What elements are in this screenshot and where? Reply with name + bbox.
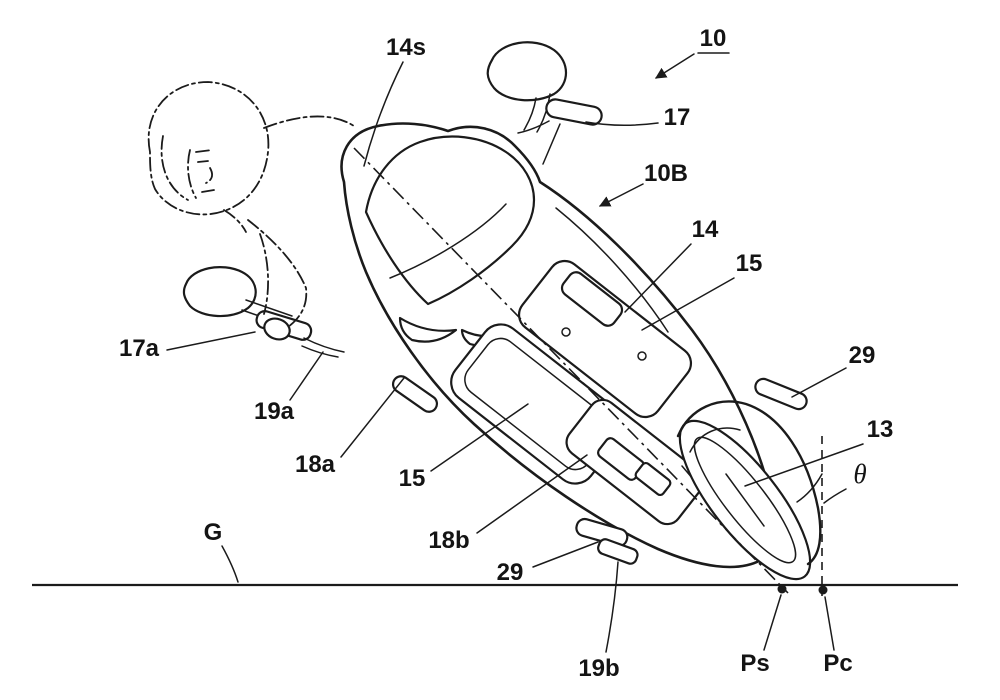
front-fender-edge <box>689 427 741 453</box>
front-wheel-rim <box>693 436 797 564</box>
label-ps-leader <box>763 594 782 651</box>
label-15-lower: 15 <box>399 465 426 492</box>
right-handlebar-stem <box>542 123 561 165</box>
label-13-leader <box>744 443 864 487</box>
label-14s-leader <box>363 61 404 167</box>
motorcycle <box>182 41 822 581</box>
mouth-line <box>201 189 215 193</box>
steering-axis-line <box>353 147 789 594</box>
helmet-chin <box>223 209 247 233</box>
label-theta-leader <box>823 488 847 504</box>
eyebrow-line <box>195 149 213 153</box>
right-mirror-stalk-2 <box>536 93 551 133</box>
rider-back-line <box>263 115 355 129</box>
label-18b: 18b <box>428 527 469 554</box>
face-edge <box>187 149 197 199</box>
label-29-right: 29 <box>849 342 876 369</box>
left-lever-19a-1 <box>303 337 345 353</box>
front-fender-13 <box>676 400 822 566</box>
point-pc-dot <box>818 585 828 595</box>
label-14-leader <box>624 243 692 313</box>
label-14s: 14s <box>386 34 426 61</box>
label-10-arrow <box>655 53 695 79</box>
right-mirror <box>486 41 568 102</box>
left-air-vent <box>398 316 458 343</box>
point-ps-dot <box>777 584 787 594</box>
label-29-lower: 29 <box>497 559 524 586</box>
label-theta: θ <box>853 459 866 489</box>
label-17: 17 <box>664 104 691 131</box>
rider-arm-outer <box>247 219 308 328</box>
rider-hand <box>263 317 291 341</box>
ground-label: G <box>204 519 223 546</box>
rider <box>147 81 355 341</box>
geometry <box>353 147 828 596</box>
lower-case-detail-2 <box>634 461 672 497</box>
ground: G <box>32 519 958 587</box>
label-29-right-leader <box>791 367 847 398</box>
windscreen-highlight <box>389 203 507 279</box>
helmet-outline <box>147 81 270 216</box>
label-18b-leader <box>476 454 588 534</box>
label-19b: 19b <box>578 655 619 682</box>
label-14: 14 <box>692 216 719 243</box>
reference-labels: 10 14s 17 10B 14 15 29 13 θ 17a 19a <box>119 25 893 682</box>
right-brake-lever <box>517 120 550 134</box>
label-17-leader <box>585 121 659 127</box>
label-29-lower-leader <box>532 541 599 568</box>
windscreen-outline <box>364 135 536 306</box>
label-10B-arrow <box>598 183 644 207</box>
label-15-upper-leader <box>641 277 735 331</box>
label-10B: 10B <box>644 160 688 187</box>
engine-bolt-1 <box>561 327 571 337</box>
left-lever-19a-2 <box>301 345 339 358</box>
sensor-19b <box>597 538 639 565</box>
label-pc-leader <box>824 596 835 651</box>
label-15-lower-leader <box>430 403 529 472</box>
label-19b-leader <box>605 561 619 653</box>
label-18a-leader <box>340 377 405 458</box>
label-18a: 18a <box>295 451 336 478</box>
nose-line <box>205 167 213 184</box>
label-19a: 19a <box>254 398 295 425</box>
label-ps: Ps <box>740 650 769 677</box>
right-handlebar-17 <box>545 98 603 126</box>
label-13: 13 <box>867 416 894 443</box>
rider-arm-inner <box>259 233 269 315</box>
engine-cap <box>560 271 624 327</box>
left-mirror-stalk-1 <box>245 299 293 317</box>
label-10: 10 <box>700 25 727 52</box>
label-17a-leader <box>166 331 256 351</box>
label-17a: 17a <box>119 335 160 362</box>
label-15-upper: 15 <box>736 250 763 277</box>
right-peg-29 <box>754 377 808 411</box>
left-footpeg <box>391 375 439 413</box>
label-19a-leader <box>289 351 324 401</box>
eye-line <box>197 160 209 163</box>
left-mirror <box>182 266 257 318</box>
helmet-visor-line <box>160 135 189 201</box>
lean-angle-arc <box>796 473 823 503</box>
label-pc: Pc <box>823 650 852 677</box>
bottom-peg-29 <box>575 517 629 548</box>
right-mirror-stalk-1 <box>523 97 537 131</box>
ground-label-leader <box>221 545 239 583</box>
cowl-accent-line <box>555 207 669 333</box>
wheel-hub-line <box>725 473 765 527</box>
engine-bolt-2 <box>637 351 647 361</box>
